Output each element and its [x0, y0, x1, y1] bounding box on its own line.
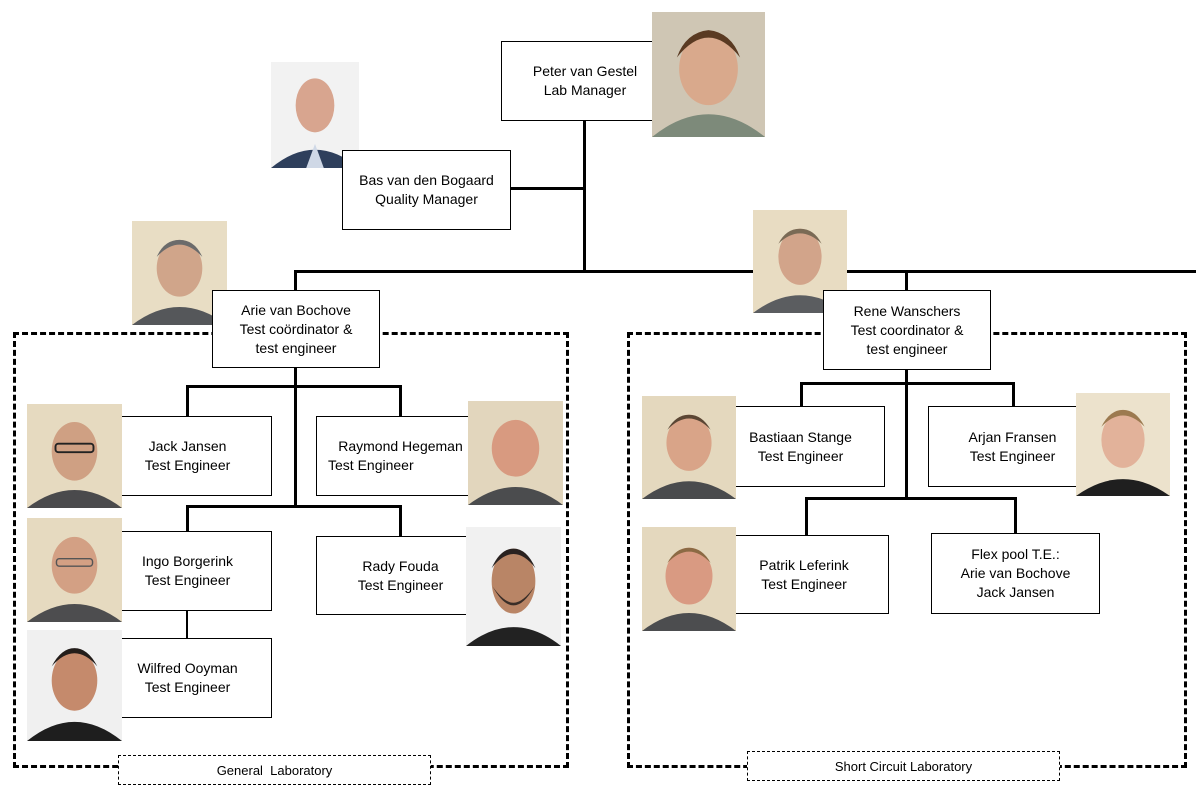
connector-general-lead: [294, 270, 297, 290]
node-ingo-borgerink[interactable]: Ingo Borgerink Test Engineer: [103, 531, 272, 611]
portrait-photo-patrik-leferink: [642, 527, 736, 631]
connector-gl-row1-left: [186, 385, 189, 416]
connector-gl-row2: [186, 505, 402, 508]
flex-pool-title: Flex pool T.E.:: [971, 546, 1060, 562]
node-name: Raymond Hegeman: [338, 438, 463, 454]
node-name: Patrik Leferink: [759, 556, 849, 573]
node-flex-pool[interactable]: Flex pool T.E.: Arie van Bochove Jack Ja…: [931, 533, 1100, 614]
node-name: Jack Jansen: [148, 438, 227, 454]
node-role: Test Engineer: [144, 679, 231, 695]
node-bastiaan-stange[interactable]: Bastiaan Stange Test Engineer: [716, 406, 885, 487]
node-name: Arjan Fransen: [968, 428, 1057, 445]
connector-gl-row3: [186, 610, 188, 638]
node-short-circuit-lead[interactable]: Rene Wanschers Test coordinator & test e…: [823, 290, 991, 370]
node-name: Peter van Gestel: [532, 63, 638, 79]
node-quality-manager[interactable]: Bas van den Bogaard Quality Manager: [342, 150, 511, 230]
portrait-photo-arie-van-bochove: [132, 221, 227, 325]
portrait-photo-wilfred-ooyman: [27, 630, 122, 741]
connector-sc-lead: [905, 270, 908, 290]
node-name: Wilfred Ooyman: [137, 660, 238, 676]
node-jack-jansen[interactable]: Jack Jansen Test Engineer: [103, 416, 272, 496]
node-role: Quality Manager: [375, 191, 478, 207]
node-role-line1: Test coördinator &: [239, 320, 353, 337]
node-role: Test Engineer: [357, 576, 444, 593]
node-role: Test Engineer: [144, 572, 231, 588]
general-laboratory-label-text: General Laboratory: [216, 762, 333, 778]
node-role: Test Engineer: [761, 575, 847, 592]
connector-sc-row2: [805, 497, 1017, 500]
connector-sc-row2-left: [805, 497, 808, 535]
node-name: Bastiaan Stange: [749, 428, 852, 445]
portrait-photo-raymond-hegeman: [468, 401, 563, 505]
node-raymond-hegeman[interactable]: Raymond Hegeman Test Engineer: [316, 416, 485, 496]
node-name: Bas van den Bogaard: [359, 172, 494, 188]
connector-sc-trunk: [905, 369, 908, 499]
node-role-line2: test engineer: [866, 340, 948, 357]
flex-pool-member: Arie van Bochove: [960, 565, 1071, 581]
flex-pool-member: Jack Jansen: [976, 584, 1055, 600]
connector-quality-manager: [510, 187, 585, 190]
portrait-photo-bas-van-den-bogaard: [271, 62, 359, 168]
short-circuit-laboratory-label: Short Circuit Laboratory: [747, 751, 1060, 781]
connector-gl-row2-right: [399, 505, 402, 536]
connector-top-vertical: [583, 120, 586, 273]
node-role: Test Engineer: [144, 457, 231, 473]
portrait-photo-arjan-fransen: [1076, 393, 1170, 496]
portrait-photo-bastiaan-stange: [642, 396, 736, 499]
connector-sc-row1-right: [1012, 382, 1015, 406]
node-rady-fouda[interactable]: Rady Fouda Test Engineer: [316, 536, 485, 615]
node-patrik-leferink[interactable]: Patrik Leferink Test Engineer: [719, 535, 889, 614]
portrait-photo-peter-van-gestel: [652, 12, 765, 137]
connector-gl-row2-left: [186, 505, 189, 531]
connector-sc-row1: [800, 382, 1015, 385]
portrait-photo-rady-fouda: [466, 527, 561, 646]
portrait-photo-jack-jansen: [27, 404, 122, 508]
general-laboratory-label: General Laboratory: [118, 755, 431, 785]
connector-main-horizontal: [294, 270, 1196, 273]
node-name: Arie van Bochove: [241, 301, 351, 318]
node-arjan-fransen[interactable]: Arjan Fransen Test Engineer: [928, 406, 1097, 487]
connector-sc-row2-right: [1014, 497, 1017, 533]
connector-gl-trunk: [294, 367, 297, 507]
node-role-line1: Test coordinator &: [850, 321, 964, 338]
node-role: Lab Manager: [543, 82, 627, 98]
node-role: Test Engineer: [328, 457, 414, 473]
node-name: Ingo Borgerink: [141, 553, 234, 569]
node-name: Rene Wanschers: [853, 302, 961, 319]
node-role: Test Engineer: [757, 447, 844, 464]
node-role: Test Engineer: [969, 447, 1056, 464]
connector-gl-row1-right: [399, 385, 402, 416]
node-wilfred-ooyman[interactable]: Wilfred Ooyman Test Engineer: [103, 638, 272, 718]
short-circuit-laboratory-label-text: Short Circuit Laboratory: [834, 758, 973, 774]
node-lab-manager[interactable]: Peter van Gestel Lab Manager: [501, 41, 669, 121]
node-general-lab-lead[interactable]: Arie van Bochove Test coördinator & test…: [212, 290, 380, 368]
connector-sc-row1-left: [800, 382, 803, 406]
node-name: Rady Fouda: [362, 557, 439, 574]
node-role-line2: test engineer: [255, 339, 337, 356]
connector-gl-row1: [186, 385, 402, 388]
portrait-photo-ingo-borgerink: [27, 518, 122, 622]
